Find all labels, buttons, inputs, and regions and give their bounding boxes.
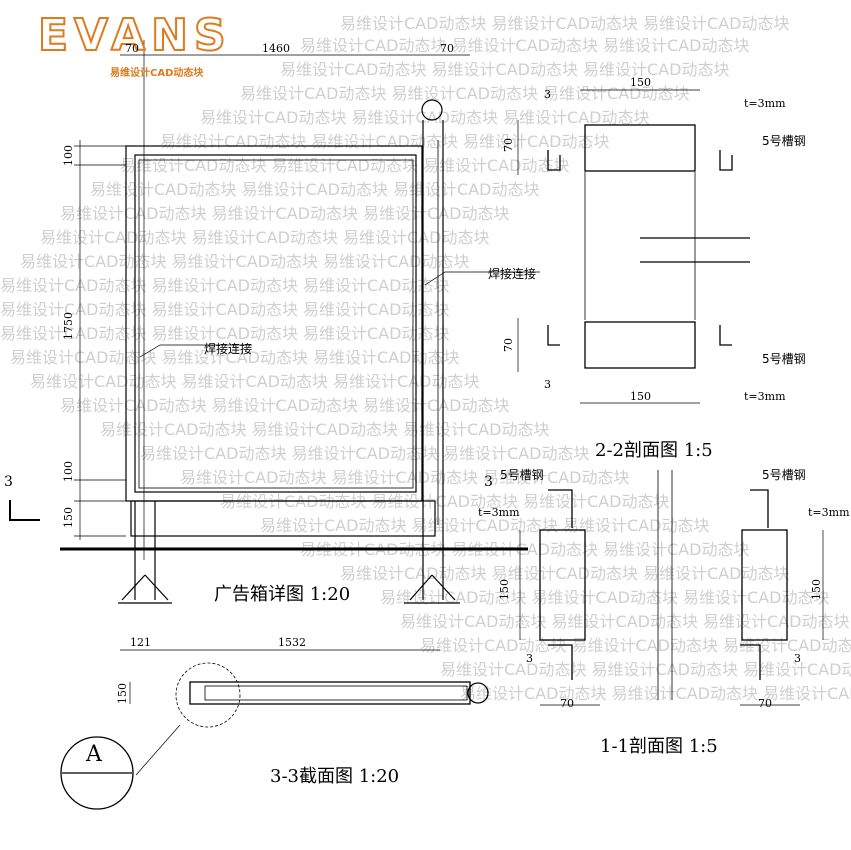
watermark-text: 易维设计CAD动态块 易维设计CAD动态块 易维设计CAD动态块 — [10, 348, 460, 367]
logo: EVANS 易维设计CAD动态块 — [18, 8, 228, 80]
note-1-1-channel-left: 5号槽钢 — [500, 468, 544, 482]
watermark-text: 易维设计CAD动态块 易维设计CAD动态块 易维设计CAD动态块 — [20, 252, 470, 271]
dim-top-right: 70 — [440, 42, 454, 55]
section-3-3-title: 3-3截面图 1:20 — [270, 766, 400, 787]
frame-innermost — [138, 159, 414, 489]
dim-frame-top: 100 — [62, 145, 75, 166]
watermark-text: 易维设计CAD动态块 易维设计CAD动态块 易维设计CAD动态块 — [90, 180, 540, 199]
dim-2-2-h-top: 70 — [502, 138, 515, 152]
frame-inner — [134, 154, 417, 493]
watermark-text: 易维设计CAD动态块 易维设计CAD动态块 易维设计CAD动态块 — [180, 468, 630, 487]
dim-2-2-h-bottom: 70 — [502, 338, 515, 352]
watermark-text: 易维设计CAD动态块 易维设计CAD动态块 易维设计CAD动态块 — [340, 564, 790, 583]
watermark-text: 易维设计CAD动态块 易维设计CAD动态块 易维设计CAD动态块 — [380, 588, 830, 607]
elevation-view — [9, 40, 540, 651]
dim-2-2-width-bottom: 150 — [630, 390, 651, 403]
note-1-1-weld-left-top: 3 — [484, 474, 493, 490]
section-2-2-view — [517, 89, 750, 404]
dim-1-1-left-h: 150 — [498, 579, 511, 600]
dim-top-left: 70 — [125, 42, 139, 55]
note-2-2-channel-bottom: 5号槽钢 — [762, 352, 806, 366]
note-2-2-weld-top: 3 — [544, 88, 551, 101]
note-1-1-weld-left-bottom: 3 — [526, 652, 533, 665]
watermark-text: 易维设计CAD动态块 易维设计CAD动态块 易维设计CAD动态块 — [0, 276, 450, 295]
logo-subtitle: 易维设计CAD动态块 — [110, 68, 204, 79]
watermark-text: 易维设计CAD动态块 易维设计CAD动态块 易维设计CAD动态块 — [120, 156, 570, 175]
watermark-text: 易维设计CAD动态块 易维设计CAD动态块 易维设计CAD动态块 — [460, 684, 851, 703]
watermark-text: 易维设计CAD动态块 易维设计CAD动态块 易维设计CAD动态块 — [60, 204, 510, 223]
watermark-text: 易维设计CAD动态块 易维设计CAD动态块 易维设计CAD动态块 — [0, 300, 450, 319]
dim-foot: 121 — [130, 636, 151, 649]
logo-text: EVANS — [37, 9, 232, 62]
watermark-text: 易维设计CAD动态块 易维设计CAD动态块 易维设计CAD动态块 — [240, 84, 690, 103]
watermark-text: 易维设计CAD动态块 易维设计CAD动态块 易维设计CAD动态块 — [260, 516, 710, 535]
dim-top-width: 1460 — [262, 42, 290, 55]
section-1-1-view — [519, 470, 824, 706]
note-1-1-channel-right: 5号槽钢 — [762, 468, 806, 482]
watermark-text: 易维设计CAD动态块 易维设计CAD动态块 易维设计CAD动态块 — [440, 660, 851, 679]
watermark-text: 易维设计CAD动态块 易维设计CAD动态块 易维设计CAD动态块 — [340, 14, 790, 33]
foot-right — [404, 574, 460, 604]
detail-bubble-A — [60, 736, 134, 810]
frame-outer — [125, 145, 423, 502]
watermark-text: 易维设计CAD动态块 易维设计CAD动态块 易维设计CAD动态块 — [300, 36, 750, 55]
section-mark-label: 3 — [4, 474, 13, 490]
watermark-text: 易维设计CAD动态块 易维设计CAD动态块 易维设计CAD动态块 — [100, 420, 550, 439]
dim-base-width: 1532 — [278, 636, 306, 649]
note-2-2-weld-bottom: 3 — [544, 378, 551, 391]
watermark-text: 易维设计CAD动态块 易维设计CAD动态块 易维设计CAD动态块 — [0, 324, 450, 343]
watermark-text: 易维设计CAD动态块 易维设计CAD动态块 易维设计CAD动态块 — [400, 612, 850, 631]
note-2-2-thick-top: t=3mm — [744, 97, 786, 110]
post-cap — [421, 99, 443, 121]
dim-1-1-right-h: 150 — [810, 579, 823, 600]
watermark-text: 易维设计CAD动态块 易维设计CAD动态块 易维设计CAD动态块 — [30, 372, 480, 391]
note-1-1-thick-right: t=3mm — [808, 506, 850, 519]
dim-base: 150 — [62, 507, 75, 528]
note-weld-right: 焊接连接 — [488, 267, 537, 281]
elevation-title: 广告箱详图 1:20 — [214, 584, 351, 605]
watermark-text: 易维设计CAD动态块 易维设计CAD动态块 易维设计CAD动态块 — [40, 228, 490, 247]
foot-left — [118, 574, 172, 604]
dim-1-1-left-w: 70 — [560, 697, 574, 710]
dim-1-1-right-w: 70 — [758, 697, 772, 710]
note-1-1-weld-right-bottom: 3 — [794, 652, 801, 665]
dim-3-3-h: 150 — [116, 683, 129, 704]
detail-mark-A: A — [86, 742, 102, 767]
dim-height: 1750 — [62, 312, 75, 340]
note-2-2-channel-top: 5号槽钢 — [762, 134, 806, 148]
section-mark-3 — [9, 500, 40, 521]
section-1-1-title: 1-1剖面图 1:5 — [600, 736, 718, 757]
section-2-2-title: 2-2剖面图 1:5 — [595, 440, 713, 461]
watermark-text: 易维设计CAD动态块 易维设计CAD动态块 易维设计CAD动态块 — [280, 60, 730, 79]
dim-frame-bottom: 100 — [62, 461, 75, 482]
section-3-3-view — [60, 662, 489, 810]
detail-circle — [175, 662, 241, 728]
watermark-text: 易维设计CAD动态块 易维设计CAD动态块 易维设计CAD动态块 — [140, 444, 590, 463]
dim-2-2-width-top: 150 — [630, 76, 651, 89]
watermark-text: 易维设计CAD动态块 易维设计CAD动态块 易维设计CAD动态块 — [420, 636, 851, 655]
note-1-1-thick-left: t=3mm — [478, 506, 520, 519]
note-weld-left: 焊接连接 — [204, 342, 253, 356]
watermark-text: 易维设计CAD动态块 易维设计CAD动态块 易维设计CAD动态块 — [220, 492, 670, 511]
note-2-2-thick-bottom: t=3mm — [744, 390, 786, 403]
watermark-text: 易维设计CAD动态块 易维设计CAD动态块 易维设计CAD动态块 — [60, 396, 510, 415]
